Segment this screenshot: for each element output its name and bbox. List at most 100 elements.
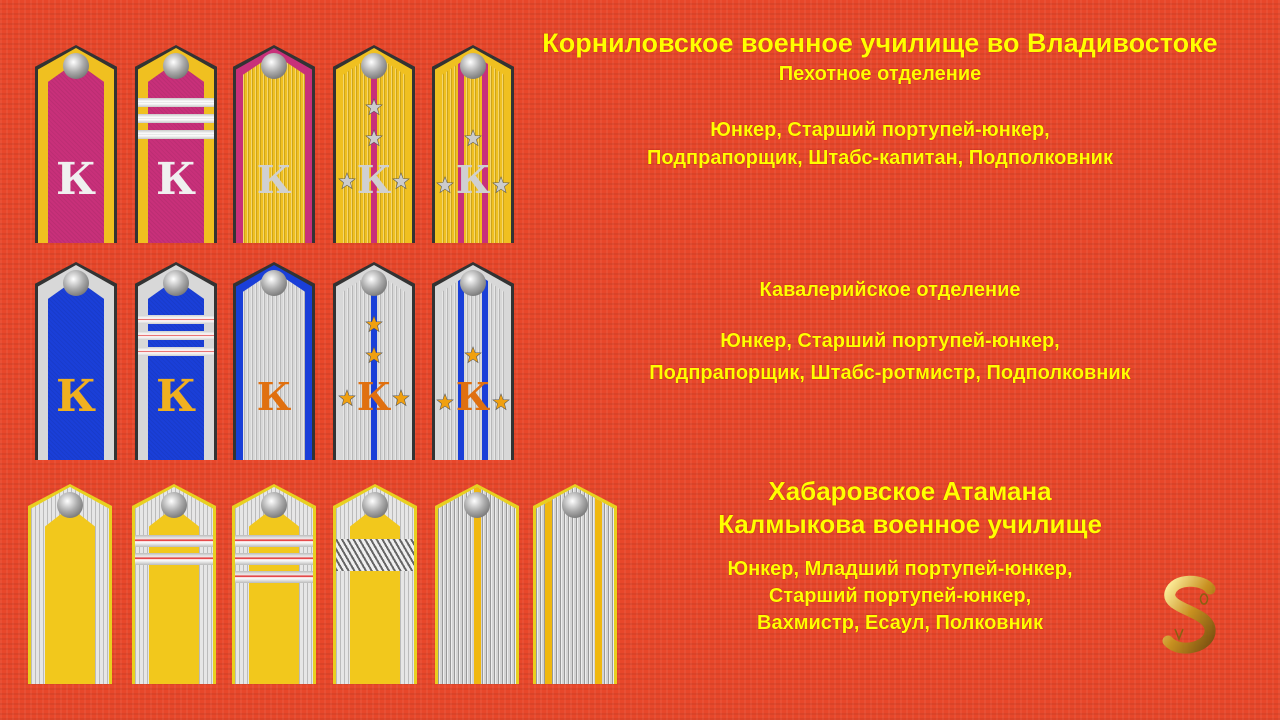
shoulder-board <box>533 484 617 684</box>
star-icon <box>365 314 383 332</box>
galloon-field <box>442 54 504 243</box>
monogram: К <box>55 153 97 205</box>
board-field <box>48 279 104 460</box>
shoulder-board: К <box>333 45 415 243</box>
star-icon <box>365 97 383 115</box>
star-icon <box>391 171 410 189</box>
board-body <box>31 487 109 684</box>
galloon-field <box>243 271 305 460</box>
board-field <box>149 507 199 684</box>
button-icon <box>460 53 486 79</box>
rank-bar <box>235 553 313 565</box>
board-body: К <box>38 48 114 243</box>
button-icon <box>161 492 187 518</box>
lace-stripe <box>482 54 489 243</box>
star-icon <box>492 392 510 410</box>
star-icon <box>365 345 383 363</box>
board-field <box>148 279 204 460</box>
board-field <box>45 507 95 684</box>
rank-bar <box>138 347 214 356</box>
board-field <box>350 507 400 684</box>
rank-bar <box>135 535 213 547</box>
lace-stripe <box>482 271 489 460</box>
star-icon <box>338 171 357 189</box>
yellow-stripe <box>595 487 603 684</box>
board-body: К <box>336 265 412 460</box>
cossack-ranks-1: Юнкер, Младший портупей-юнкер, <box>727 558 1073 580</box>
school-title-kornilov: Корниловское военное училище во Владивос… <box>542 28 1218 58</box>
author-logo <box>1160 575 1220 655</box>
shoulder-board: К <box>135 262 217 460</box>
button-icon <box>57 492 83 518</box>
shoulder-board <box>132 484 216 684</box>
button-icon <box>361 270 387 296</box>
board-body: К <box>236 265 312 460</box>
button-icon <box>163 53 189 79</box>
star-icon <box>338 388 357 406</box>
monogram: К <box>356 373 392 419</box>
shoulder-board: К <box>35 45 117 243</box>
star-icon <box>436 392 454 410</box>
board-body <box>336 487 414 684</box>
board-body: К <box>435 265 511 460</box>
button-icon <box>460 270 486 296</box>
shoulder-board <box>232 484 316 684</box>
button-icon <box>163 270 189 296</box>
rank-bar <box>135 553 213 565</box>
lace-stripe <box>371 54 377 243</box>
shoulder-board: К <box>35 262 117 460</box>
star-icon <box>436 175 454 193</box>
lace-stripe <box>371 271 377 460</box>
monogram: К <box>455 373 491 419</box>
rank-galloon <box>336 539 414 571</box>
board-body <box>438 487 516 684</box>
monogram: К <box>155 370 197 422</box>
lace-stripe <box>457 271 464 460</box>
monogram: К <box>455 156 491 202</box>
cossack-ranks-2: Старший портупей-юнкер, <box>768 585 1032 607</box>
infantry-subtitle: Пехотное отделение <box>778 63 982 85</box>
shoulder-board: К <box>233 45 315 243</box>
monogram: К <box>256 373 292 419</box>
shoulder-board <box>435 484 519 684</box>
board-field <box>249 507 299 684</box>
shoulder-board: К <box>233 262 315 460</box>
button-icon <box>63 53 89 79</box>
shoulder-board <box>333 484 417 684</box>
board-body <box>536 487 614 684</box>
infantry-ranks-2: Подпрапорщик, Штабс-капитан, Подполковни… <box>647 147 1113 169</box>
board-body: К <box>138 48 214 243</box>
yellow-stripe <box>474 487 481 684</box>
rank-bar <box>235 535 313 547</box>
rank-bar <box>138 114 214 123</box>
board-body <box>135 487 213 684</box>
infantry-ranks-1: Юнкер, Старший портупей-юнкер, <box>710 119 1050 141</box>
button-icon <box>362 492 388 518</box>
rank-bar <box>138 130 214 139</box>
rank-bar <box>138 315 214 324</box>
shoulder-board <box>28 484 112 684</box>
school-title-khabarovsk-1: Хабаровское Атамана <box>768 476 1052 506</box>
board-body <box>235 487 313 684</box>
board-body: К <box>236 48 312 243</box>
button-icon <box>261 53 287 79</box>
galloon-field <box>343 271 405 460</box>
star-icon <box>464 128 482 146</box>
cavalry-subtitle: Кавалерийское отделение <box>759 279 1021 301</box>
board-field <box>148 62 204 243</box>
monogram: К <box>155 153 197 205</box>
monogram: К <box>356 156 392 202</box>
star-icon <box>365 128 383 146</box>
rank-bar <box>235 571 313 583</box>
galloon-field <box>343 54 405 243</box>
cavalry-ranks-1: Юнкер, Старший портупей-юнкер, <box>720 330 1060 352</box>
star-icon <box>391 388 410 406</box>
shoulder-board: К <box>135 45 217 243</box>
button-icon <box>63 270 89 296</box>
board-field <box>48 62 104 243</box>
yellow-stripe <box>544 487 552 684</box>
school-title-khabarovsk-2: Калмыкова военное училище <box>718 509 1102 539</box>
rank-bar <box>138 331 214 340</box>
lace-stripe <box>457 54 464 243</box>
monogram: К <box>55 370 97 422</box>
